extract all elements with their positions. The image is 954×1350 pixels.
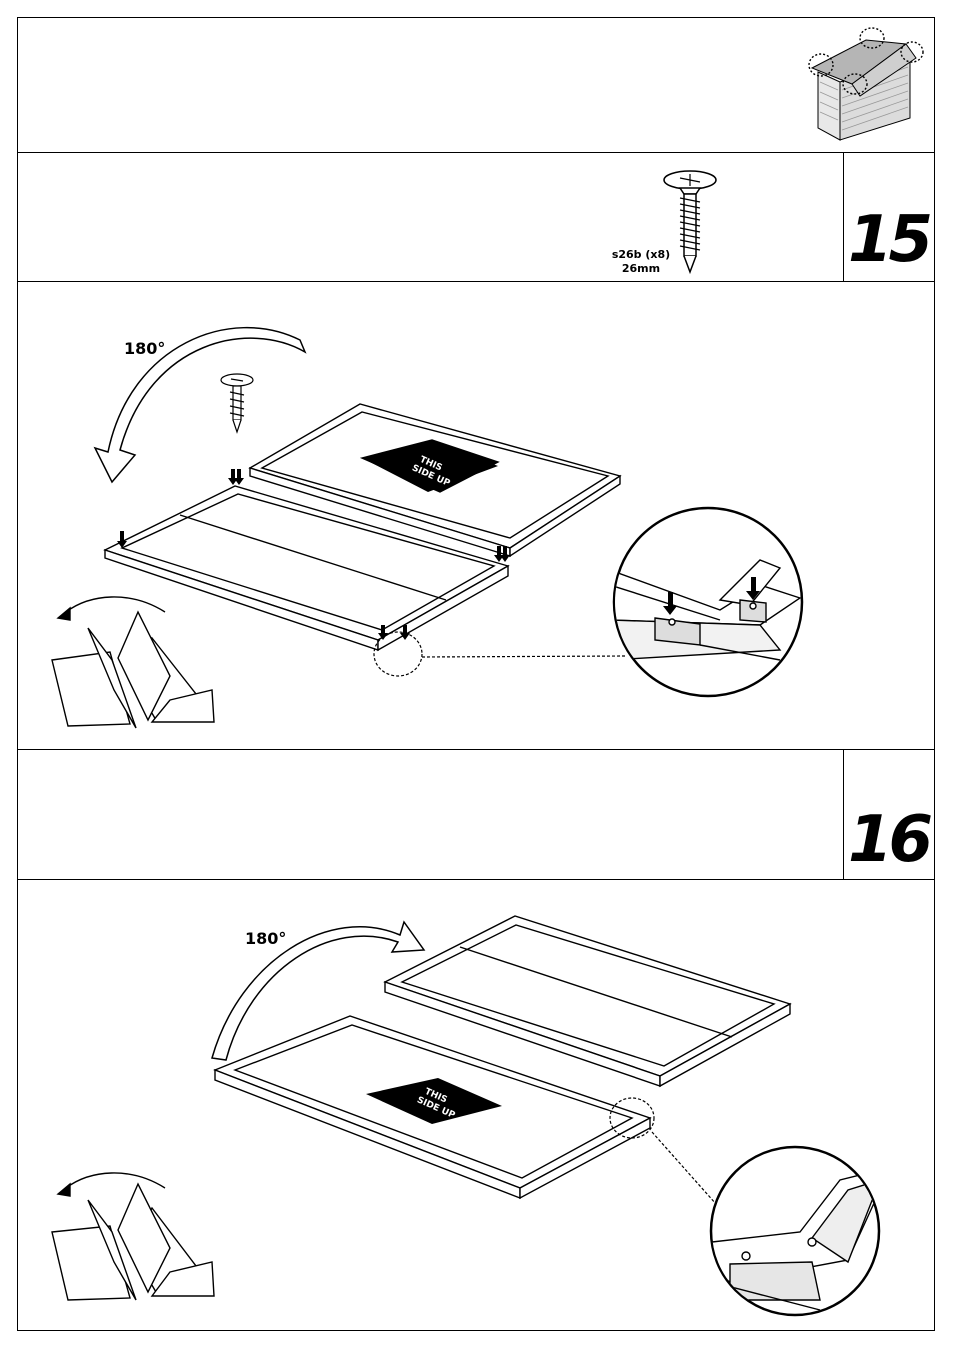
step16-degree-label: 180° bbox=[245, 929, 286, 948]
detail-leader-15 bbox=[422, 656, 626, 657]
screw-icon bbox=[664, 171, 716, 272]
small-screw-icon bbox=[221, 374, 253, 432]
screw-length-label: 26mm bbox=[622, 262, 660, 275]
magnifier-detail-icon-16 bbox=[711, 1147, 880, 1315]
page-turn-icon-16 bbox=[52, 1173, 214, 1300]
detail-leader-16 bbox=[652, 1132, 716, 1204]
shed-thumbnail-icon bbox=[809, 28, 923, 140]
page-turn-icon bbox=[52, 597, 214, 728]
magnifier-detail-icon bbox=[610, 508, 802, 696]
step15-degree-label: 180° bbox=[124, 339, 165, 358]
screw-code-label: s26b (x8) bbox=[612, 248, 670, 261]
